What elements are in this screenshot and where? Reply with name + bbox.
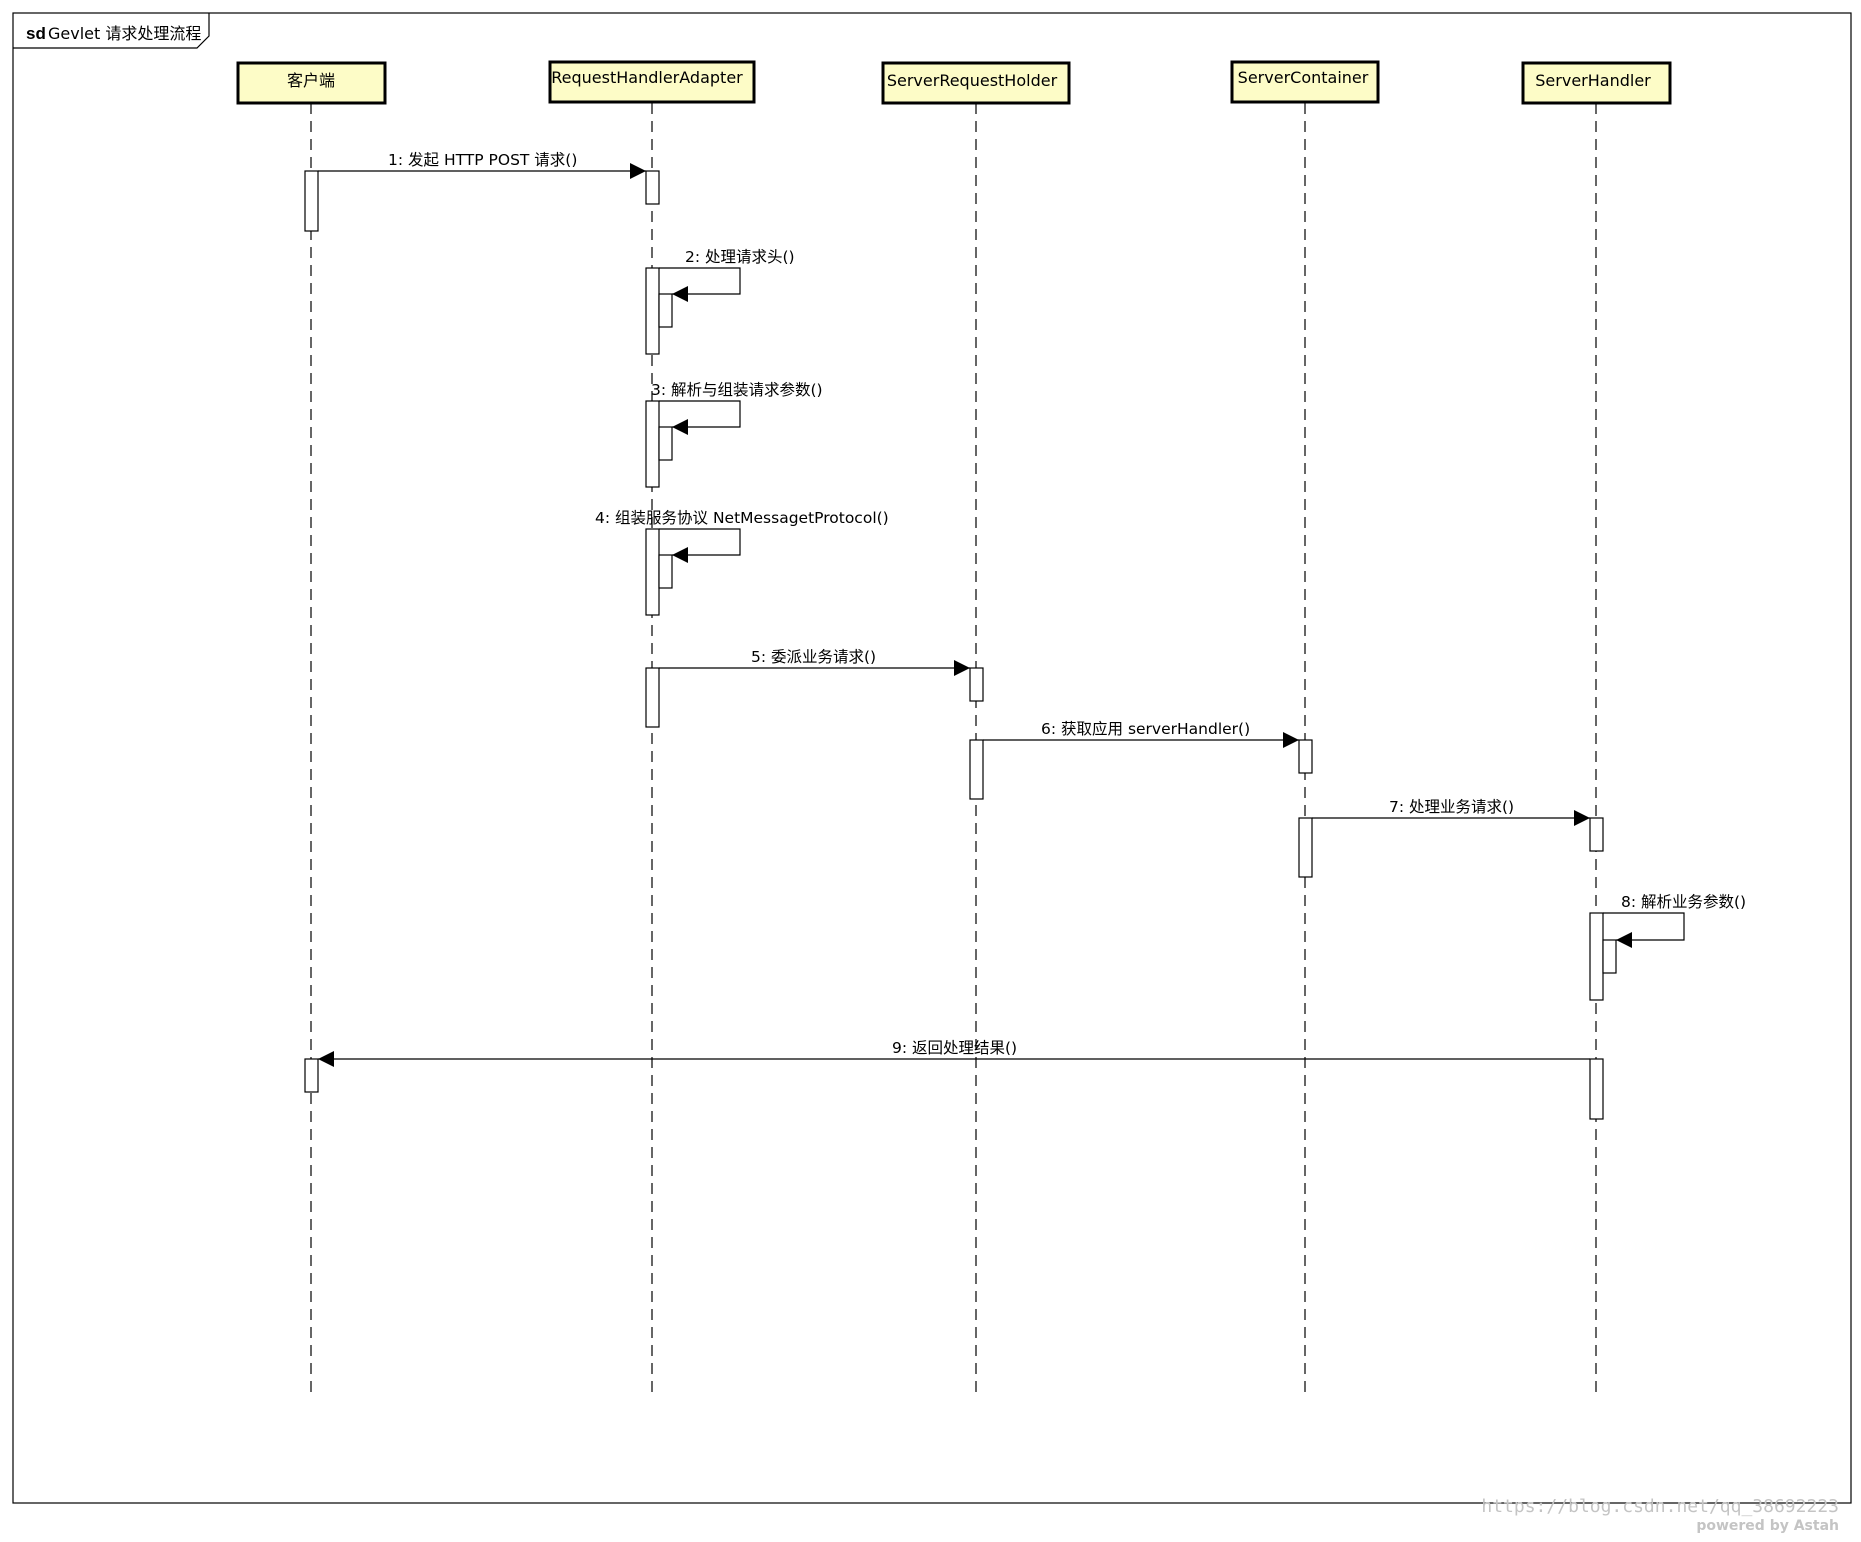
frame-keyword: sd bbox=[26, 24, 46, 43]
activation-bar bbox=[645, 400, 660, 488]
activation-bar bbox=[1589, 1058, 1604, 1120]
lifeline-head-adapter bbox=[548, 60, 756, 104]
activation-bar bbox=[1602, 939, 1617, 974]
lifeline-head-container bbox=[1230, 60, 1380, 104]
message-label: 7: 处理业务请求() bbox=[1389, 798, 1514, 816]
activation-bar bbox=[1298, 817, 1313, 878]
lifeline-heads: 客户端 RequestHandlerAdapter ServerRequestH… bbox=[236, 60, 1672, 105]
message-label: 5: 委派业务请求() bbox=[751, 648, 876, 666]
activation-bar bbox=[658, 293, 673, 328]
messages bbox=[318, 163, 1685, 1067]
lifeline-label-container: ServerContainer bbox=[1238, 68, 1369, 87]
message-label: 4: 组装服务协议 NetMessagetProtocol() bbox=[595, 509, 889, 527]
activation-bar bbox=[1589, 912, 1604, 1001]
message-label: 2: 处理请求头() bbox=[685, 248, 795, 266]
message-label: 6: 获取应用 serverHandler() bbox=[1041, 719, 1250, 738]
message-label: 1: 发起 HTTP POST 请求() bbox=[388, 151, 577, 169]
activation-bar bbox=[969, 667, 984, 702]
activation-bar bbox=[304, 170, 319, 232]
lifelines bbox=[310, 103, 1597, 1392]
activation-bar bbox=[645, 528, 660, 616]
activation-bar bbox=[645, 667, 660, 728]
activation-bar bbox=[969, 739, 984, 800]
activation-bar bbox=[1589, 817, 1604, 852]
activation-bar bbox=[645, 170, 660, 205]
watermark-powered: powered by Astah bbox=[1696, 1518, 1839, 1534]
self-message-arrow bbox=[659, 267, 741, 302]
self-message-arrow bbox=[659, 400, 741, 435]
self-message-arrow bbox=[659, 528, 741, 563]
activation-bar bbox=[658, 554, 673, 589]
watermark-url: https://blog.csdn.net/qq_38692223 bbox=[1481, 1496, 1839, 1517]
message-labels: 1: 发起 HTTP POST 请求() 2: 处理请求头() 3: 解析与组装… bbox=[388, 151, 1746, 1057]
lifeline-head-handler bbox=[1521, 61, 1672, 105]
lifeline-head-client bbox=[236, 61, 387, 105]
message-label: 3: 解析与组装请求参数() bbox=[651, 381, 823, 399]
message-label: 9: 返回处理结果() bbox=[892, 1039, 1017, 1057]
diagram-frame bbox=[12, 12, 1852, 1504]
self-message-arrow bbox=[1603, 912, 1685, 948]
lifeline-label-adapter: RequestHandlerAdapter bbox=[551, 68, 743, 87]
activation-bar bbox=[304, 1058, 319, 1093]
frame-tab bbox=[13, 13, 210, 49]
frame-title: Gevlet 请求处理流程 bbox=[48, 24, 201, 43]
activation-bar bbox=[645, 267, 660, 355]
lifeline-head-holder bbox=[881, 61, 1071, 105]
activation-bar bbox=[1298, 739, 1313, 774]
lifeline-label-handler: ServerHandler bbox=[1535, 71, 1651, 90]
activation-bars bbox=[304, 170, 1617, 1120]
watermark: https://blog.csdn.net/qq_38692223 powere… bbox=[1481, 1496, 1839, 1534]
message-label: 8: 解析业务参数() bbox=[1621, 893, 1746, 911]
activation-bar bbox=[658, 426, 673, 461]
lifeline-label-holder: ServerRequestHolder bbox=[887, 71, 1058, 90]
lifeline-label-client: 客户端 bbox=[287, 71, 335, 90]
